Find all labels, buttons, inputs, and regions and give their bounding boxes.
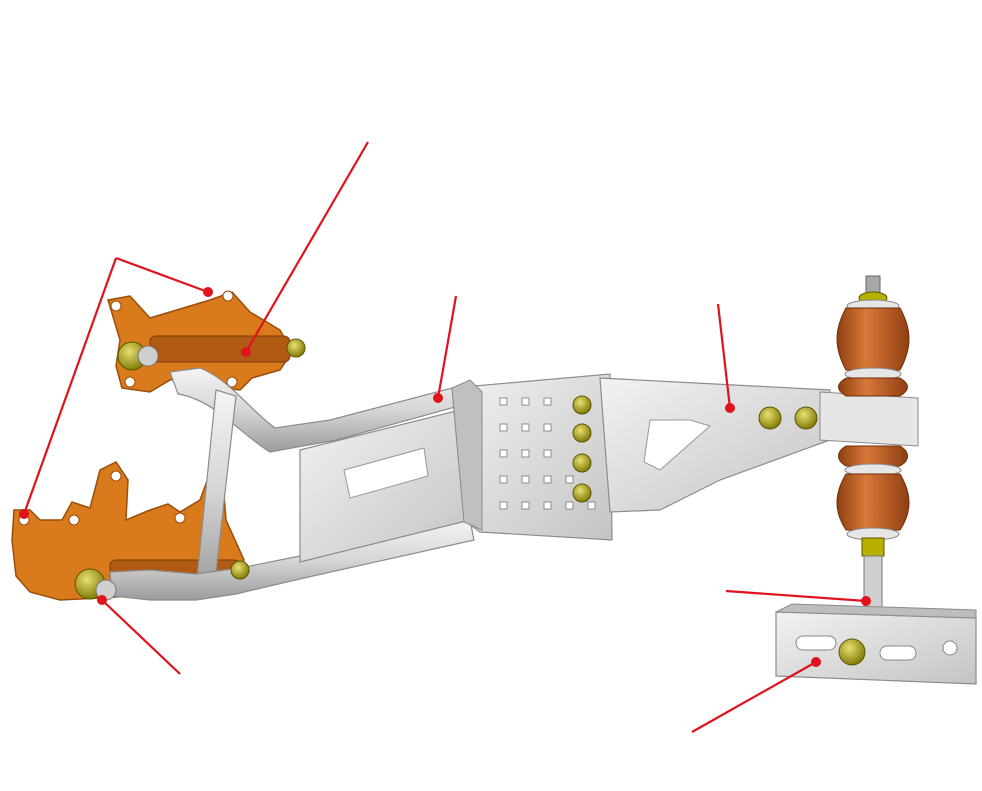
leader-dot <box>97 595 107 605</box>
leader-dot <box>203 287 213 297</box>
upper-mount-bracket <box>107 290 293 393</box>
pivot-bolts <box>74 338 306 601</box>
plate-bolts <box>572 395 818 503</box>
leader-line-lower-bracket <box>22 257 118 515</box>
leader-line-channel-bolt <box>691 661 817 733</box>
hole-grid <box>499 397 596 510</box>
channel-bracket <box>775 603 977 685</box>
leader-line-threaded-rod <box>725 589 867 603</box>
hole-plate <box>451 373 613 541</box>
leader-dots <box>19 287 871 667</box>
leader-dot <box>19 509 29 519</box>
leader-line-extension-arm <box>716 303 732 409</box>
leader-dot <box>241 347 251 357</box>
leader-dot <box>811 657 821 667</box>
leader-dot <box>861 596 871 606</box>
leader-line-upper-sleeve <box>245 141 369 353</box>
leader-lines <box>22 141 867 733</box>
leader-dot <box>725 403 735 413</box>
leader-line-upper-bracket <box>115 256 209 294</box>
leader-dot <box>433 393 443 403</box>
leader-line-upper-tube <box>436 295 458 399</box>
bushing-stack <box>836 275 910 613</box>
leader-line-lower-pivot <box>101 599 181 675</box>
